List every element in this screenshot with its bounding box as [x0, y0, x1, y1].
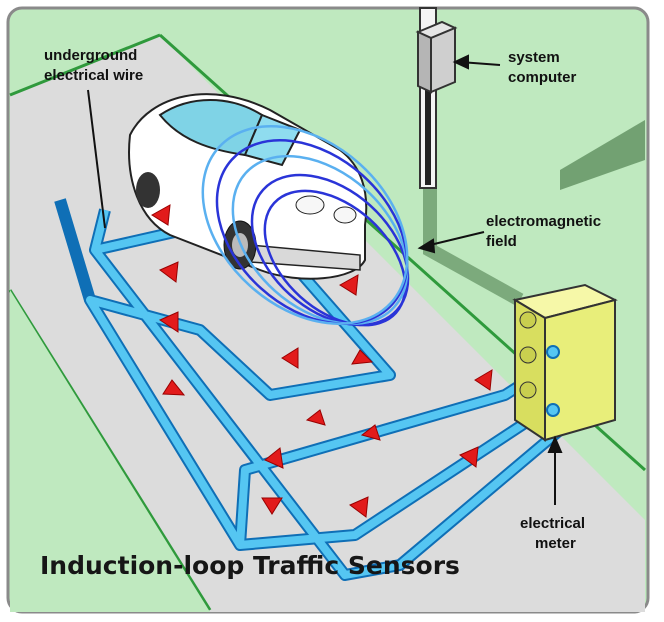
flow-arrow-icon — [158, 311, 179, 333]
label-electrical-meter-line1: electrical — [520, 515, 585, 532]
flow-arrow-icon — [151, 204, 171, 226]
flow-arrow-icon — [305, 409, 326, 426]
flow-arrow-icon — [264, 447, 284, 469]
label-system-computer-line2: computer — [508, 69, 577, 86]
grass-bottom-left — [10, 290, 210, 612]
label-electromagnetic-field-line1: electromagnetic — [486, 213, 601, 230]
computer-box-icon — [415, 20, 458, 94]
electromagnetic-field-rings — [201, 125, 410, 327]
road-edge-top — [9, 33, 161, 97]
flow-arrow-icon — [360, 424, 381, 441]
leader-lines — [87, 54, 563, 505]
flow-arrow-icon — [339, 274, 359, 296]
label-electromagnetic-field-line2: field — [486, 233, 517, 250]
label-electrical-meter-line2: meter — [535, 535, 576, 552]
flow-arrow-icon — [261, 497, 283, 515]
conduit-shadow — [560, 120, 645, 190]
flow-arrow-icon — [162, 379, 186, 396]
flow-arrow-icon — [474, 369, 493, 391]
road-edge-left — [8, 289, 212, 611]
flow-arrows — [151, 204, 493, 518]
meter-box-icon — [512, 283, 618, 442]
label-underground-wire-line1: underground — [44, 47, 137, 64]
flow-arrow-icon — [281, 347, 299, 369]
flow-arrow-icon — [459, 446, 479, 468]
car-icon — [128, 93, 368, 280]
flow-arrow-icon — [349, 496, 369, 518]
pole-cable — [425, 90, 431, 185]
flow-arrow-icon — [159, 261, 179, 283]
label-system-computer-line1: system — [508, 49, 560, 66]
label-underground-wire-line2: electrical wire — [44, 67, 143, 84]
flow-arrow-icon — [351, 349, 374, 365]
diagram-title: Induction-loop Traffic Sensors — [40, 551, 460, 580]
